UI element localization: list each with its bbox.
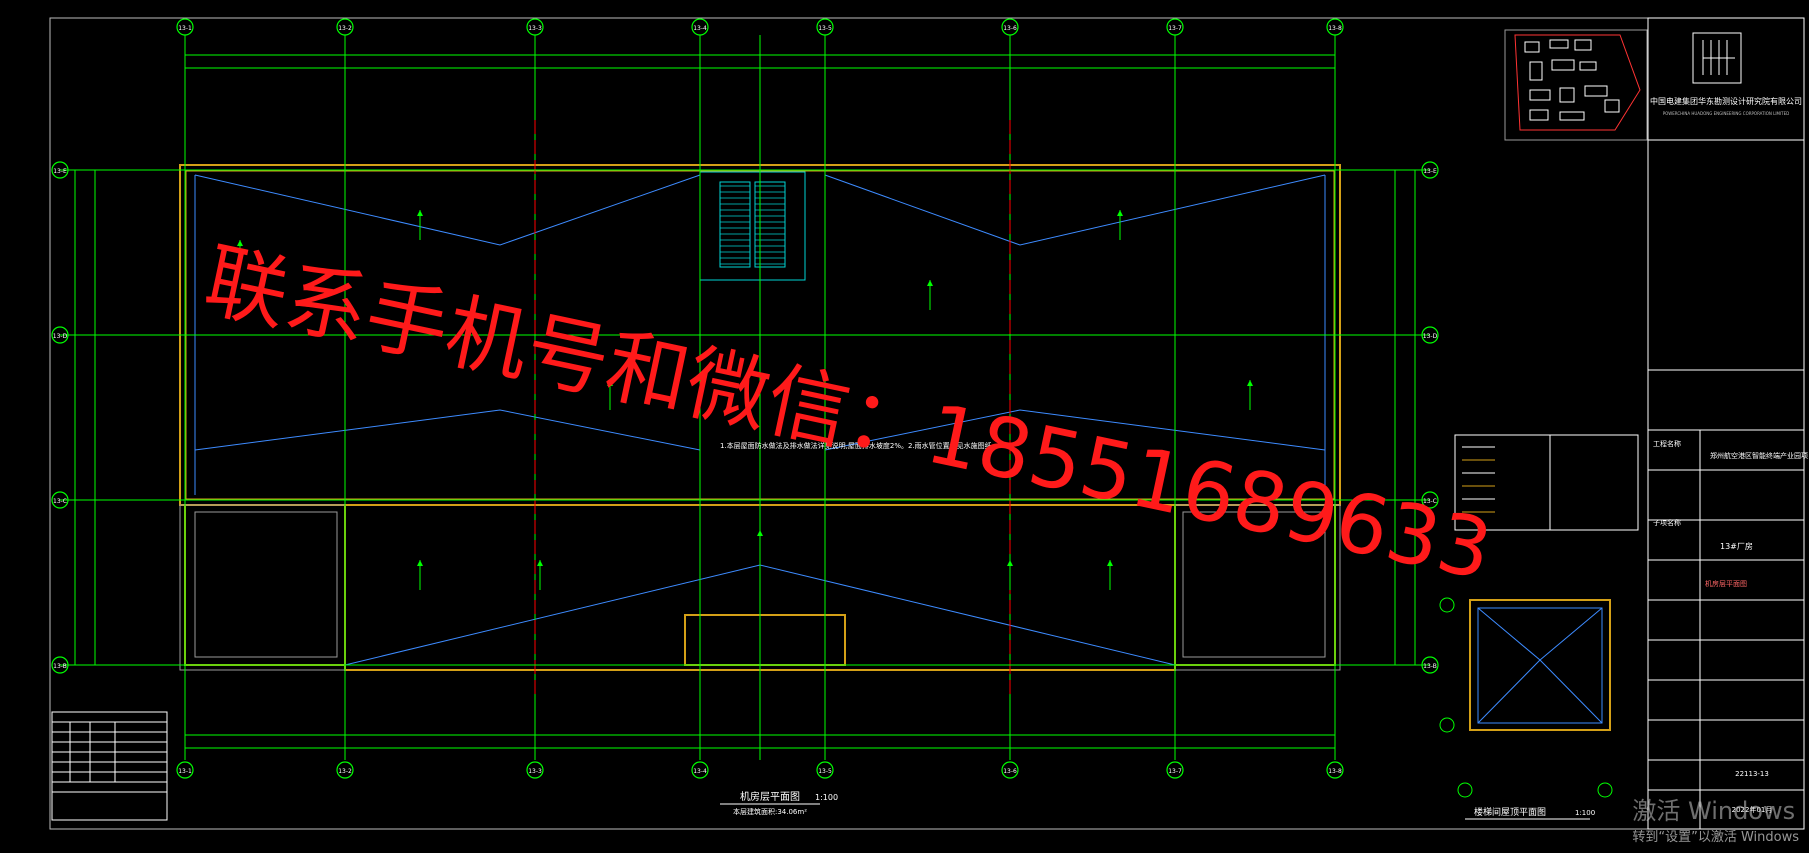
- stair-core: [699, 171, 806, 281]
- legend-frame: [1454, 434, 1639, 531]
- item-name: 13#厂房: [1720, 541, 1753, 551]
- drawing-name: 机房层平面图: [1705, 579, 1747, 588]
- drain-arrow-head: [417, 210, 423, 216]
- axis-left-3-label: 13-B: [53, 663, 67, 670]
- axis-left-2-circle: [51, 491, 69, 509]
- roof-note: 1.本层屋面防水做法及排水做法详见说明,屋面排水坡度2%。2.雨水管位置详见水施…: [720, 441, 999, 450]
- axis-top-3-circle: [691, 18, 709, 36]
- axis-right-3-label: 13-B: [1423, 663, 1437, 670]
- floor-plan-title: 机房层平面图: [740, 790, 800, 803]
- legend: [1462, 446, 1495, 513]
- axis-top-6-circle: [1166, 18, 1184, 36]
- activate-windows-title: 激活 Windows: [1632, 797, 1796, 825]
- axis-left-2-label: 13-C: [53, 498, 67, 505]
- stair-axis-bubble: [1439, 717, 1455, 733]
- drain-arrow-head: [1117, 210, 1123, 216]
- axis-bottom-3-circle: [691, 761, 709, 779]
- axis-top-4-label: 13-5: [818, 25, 832, 32]
- drain-arrow-head: [1247, 380, 1253, 386]
- stair-plan-labels: [1439, 597, 1613, 798]
- axis-bottom-2-label: 13-3: [528, 768, 542, 775]
- axis-bubbles: 13-1 13-1 13-2 13-2 13-3 13-3 13-4 13-4 13-5 13-5…: [51, 18, 1439, 779]
- axis-bottom-4-circle: [816, 761, 834, 779]
- project-label: 工程名称: [1653, 439, 1681, 448]
- stair-axis-bubble: [1457, 782, 1473, 798]
- axis-top-7-label: 13-8: [1328, 25, 1342, 32]
- stair-treads: [720, 185, 785, 265]
- drain-arrow-head: [417, 560, 423, 566]
- axis-right-0-circle: [1421, 161, 1439, 179]
- axis-bottom-4-label: 13-5: [818, 768, 832, 775]
- drawing-number: 22113-13: [1735, 770, 1769, 778]
- axis-bottom-5-circle: [1001, 761, 1019, 779]
- floor-plan-scale: 1:100: [815, 793, 838, 802]
- stair-axis-bubble: [1597, 782, 1613, 798]
- key-plan: [1504, 29, 1648, 141]
- stair-axis-bubble: [1439, 597, 1455, 613]
- project-name: 郑州航空港区智能终端产业园项目: [1710, 451, 1809, 460]
- axis-bottom-5-label: 13-6: [1003, 768, 1017, 775]
- axis-top-0-circle: [176, 18, 194, 36]
- drain-arrow-head: [1107, 560, 1113, 566]
- axis-top-5-circle: [1001, 18, 1019, 36]
- axis-top-7-circle: [1326, 18, 1344, 36]
- axis-top-6-label: 13-7: [1168, 25, 1182, 32]
- activate-windows-hint: 转到“设置”以激活 Windows: [1632, 830, 1799, 845]
- company-name: 中国电建集团华东勘测设计研究院有限公司: [1650, 96, 1802, 106]
- axis-bottom-6-label: 13-7: [1168, 768, 1182, 775]
- axis-right-2-circle: [1421, 491, 1439, 509]
- drain-arrow-head: [1007, 560, 1013, 566]
- level-table-frame: [51, 711, 168, 821]
- axis-right-3-circle: [1421, 656, 1439, 674]
- axis-top-2-label: 13-3: [528, 25, 542, 32]
- drawing-date: 2022年01月: [1732, 805, 1773, 814]
- axis-bottom-0-circle: [176, 761, 194, 779]
- axis-bottom-7-circle: [1326, 761, 1344, 779]
- axis-top-1-circle: [336, 18, 354, 36]
- floor-area: 本层建筑面积:34.06m²: [733, 807, 807, 816]
- axis-bottom-1-circle: [336, 761, 354, 779]
- axis-left-1-label: 13-D: [53, 333, 68, 340]
- company-name-en: POWERCHINA HUADONG ENGINEERING CORPORATI…: [1663, 111, 1789, 116]
- axis-bottom-3-label: 13-4: [693, 768, 707, 775]
- drain-arrow-head: [537, 560, 543, 566]
- axis-top-0-label: 13-1: [178, 25, 192, 32]
- annotation-text: [237, 210, 1253, 590]
- axis-right-0-label: 13-E: [1423, 168, 1437, 175]
- axis-bottom-6-circle: [1166, 761, 1184, 779]
- axis-grid: [60, 35, 1430, 760]
- axis-top-5-label: 13-6: [1003, 25, 1017, 32]
- drain-arrow-head: [607, 380, 613, 386]
- stair-plan-scale: 1:100: [1575, 809, 1595, 817]
- item-label: 子项名称: [1653, 518, 1681, 527]
- axis-right-1-circle: [1421, 326, 1439, 344]
- axis-left-1-circle: [51, 326, 69, 344]
- axis-left-0-label: 13-E: [53, 168, 67, 175]
- axis-bottom-0-label: 13-1: [178, 768, 192, 775]
- axis-top-2-circle: [526, 18, 544, 36]
- stair-roof-plan: [1477, 607, 1603, 724]
- stair-plan-title: 楼梯间屋顶平面图: [1474, 806, 1546, 818]
- axis-right-2-label: 13-C: [1423, 498, 1437, 505]
- axis-bottom-2-circle: [526, 761, 544, 779]
- axis-top-1-label: 13-2: [338, 25, 352, 32]
- axis-left-0-circle: [51, 161, 69, 179]
- drain-arrow-head: [927, 280, 933, 286]
- drain-arrow-head: [237, 240, 243, 246]
- axis-right-1-label: 13-D: [1423, 333, 1438, 340]
- axis-left-3-circle: [51, 656, 69, 674]
- drain-arrow-head: [757, 530, 763, 536]
- axis-bottom-1-label: 13-2: [338, 768, 352, 775]
- title-block-frame: [1647, 17, 1805, 830]
- axis-bottom-7-label: 13-8: [1328, 768, 1342, 775]
- windows-activation-notice: 激活 Windows 转到“设置”以激活 Windows: [1632, 791, 1799, 845]
- axis-top-3-label: 13-4: [693, 25, 707, 32]
- axis-top-4-circle: [816, 18, 834, 36]
